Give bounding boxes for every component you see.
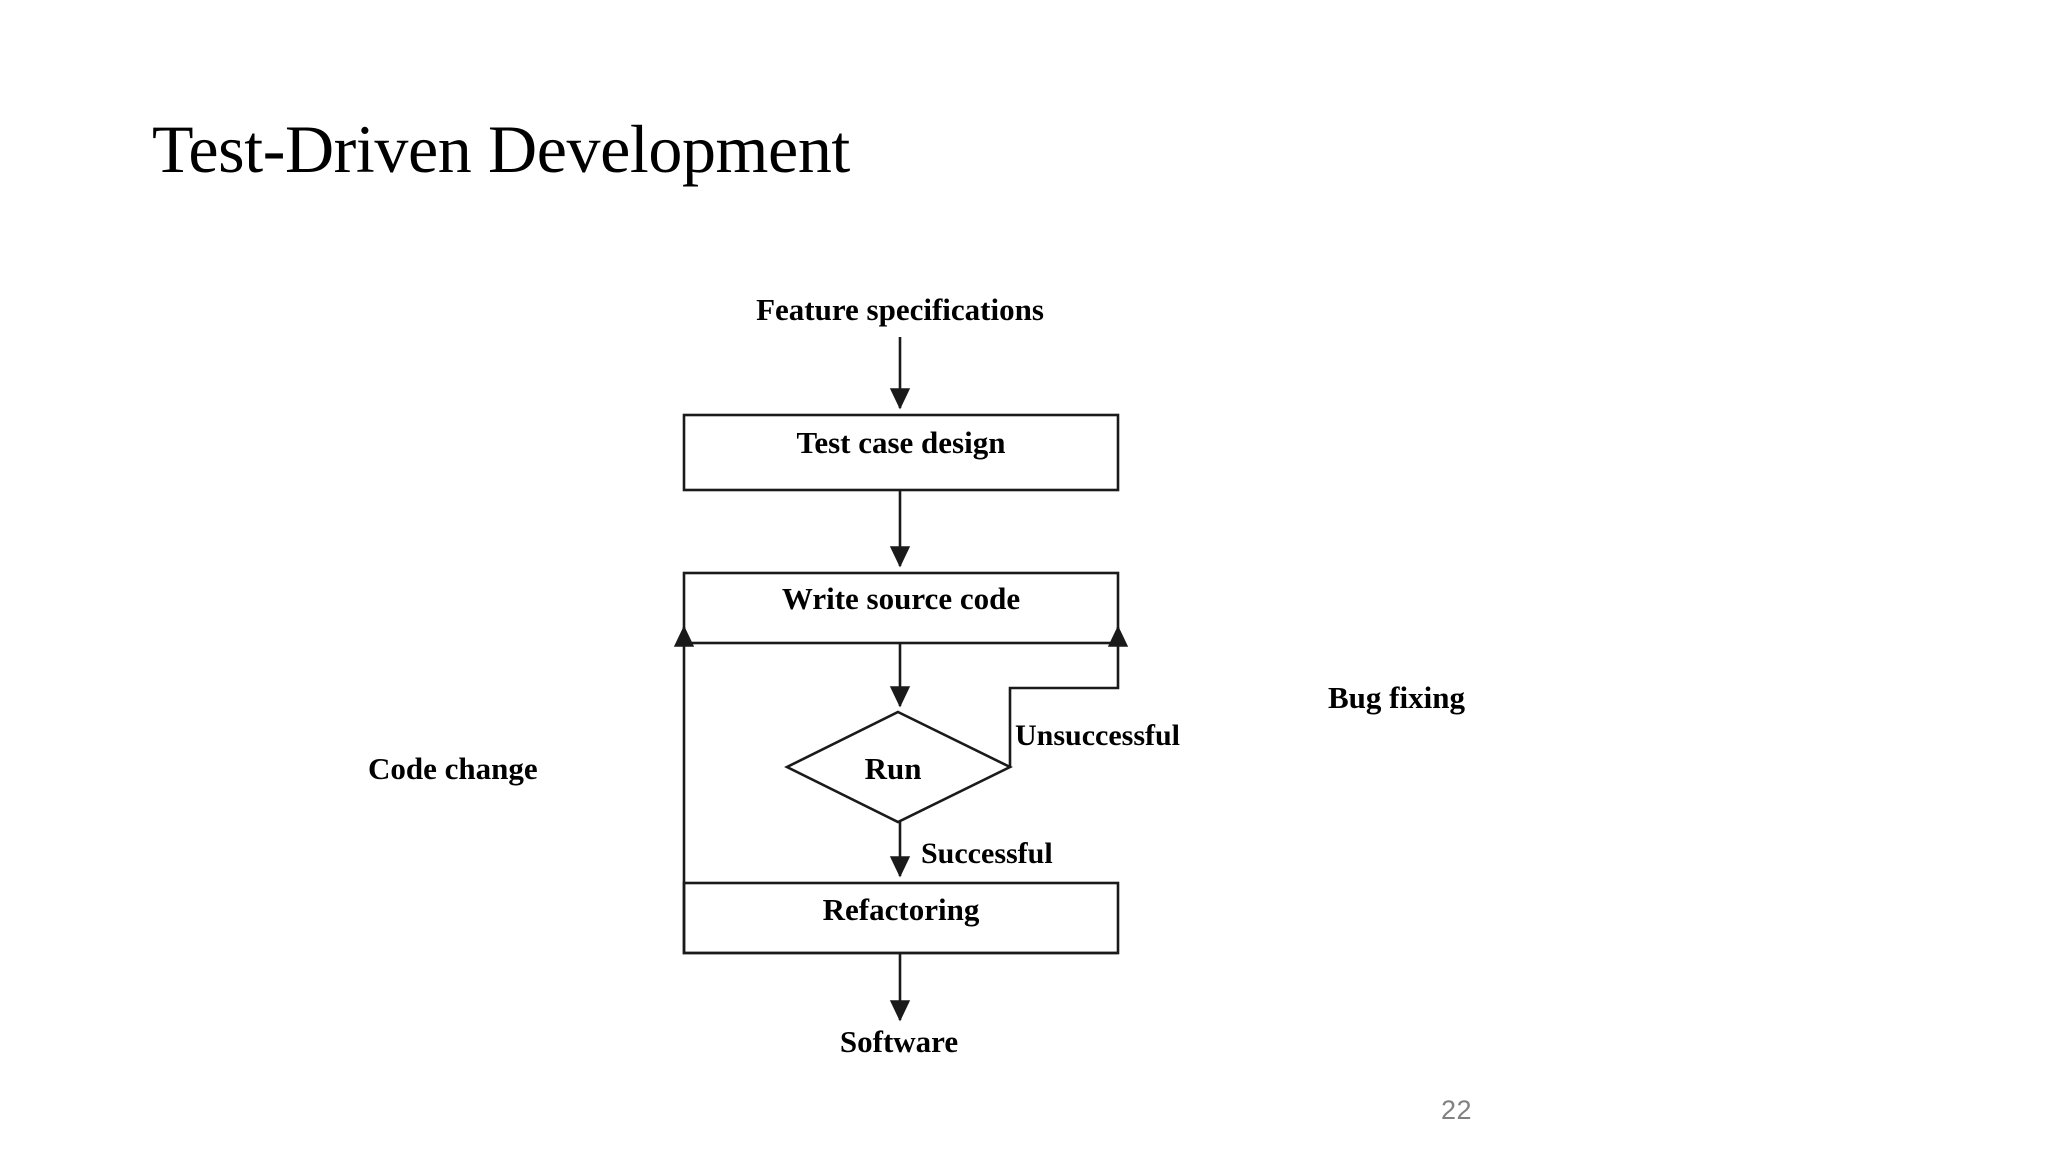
node-label-write-source-code: Write source code <box>782 581 1020 616</box>
edge-run-unsuccessful-to-write <box>1008 625 1129 767</box>
node-label-refactoring: Refactoring <box>823 892 980 927</box>
edge-label-successful: Successful <box>921 837 1053 870</box>
node-label-test-case-design: Test case design <box>797 425 1006 460</box>
node-label-software: Software <box>840 1024 958 1059</box>
node-label-feature-specifications: Feature specifications <box>756 292 1044 327</box>
annotation-bug-fixing: Bug fixing <box>1328 680 1465 715</box>
node-test-case-design <box>682 413 1120 492</box>
node-label-run: Run <box>865 751 922 786</box>
edge-code-change-loop <box>673 625 1118 955</box>
page-number: 22 <box>1441 1095 1473 1125</box>
annotation-code-change: Code change <box>368 751 538 786</box>
page-title: Test-Driven Development <box>152 111 850 187</box>
node-run-decision <box>784 710 1013 824</box>
edge-label-unsuccessful: Unsuccessful <box>1015 719 1180 752</box>
